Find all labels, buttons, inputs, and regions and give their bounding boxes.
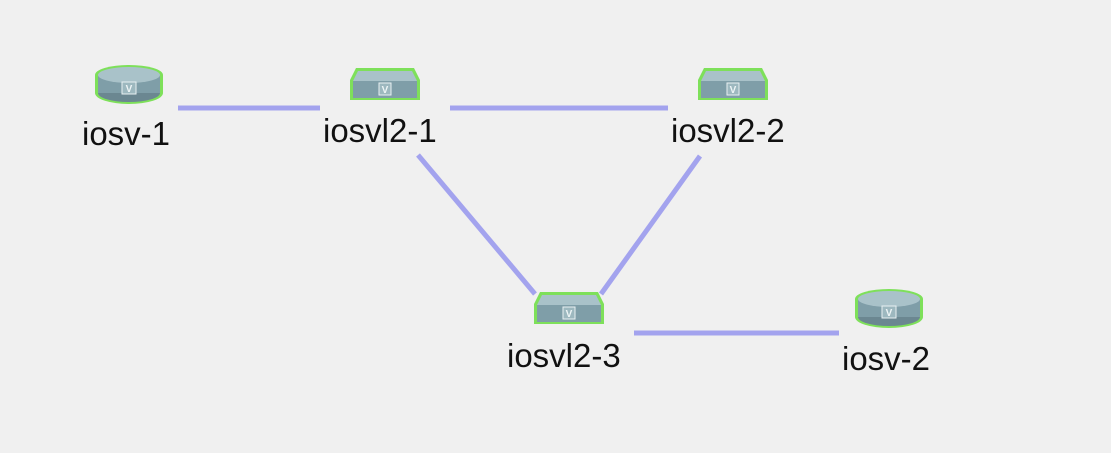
svg-text:V: V <box>566 309 573 320</box>
switch-icon: V <box>350 68 420 100</box>
switch-icon: V <box>534 292 604 324</box>
node-label-iosvl2-1: iosvl2-1 <box>323 112 437 149</box>
node-iosv-1[interactable]: V <box>92 63 166 107</box>
svg-text:V: V <box>886 308 893 319</box>
node-iosv-2[interactable]: V <box>852 287 926 331</box>
node-label-iosv-2: iosv-2 <box>842 340 931 377</box>
svg-text:V: V <box>382 85 389 96</box>
node-iosvl2-1[interactable]: V <box>348 66 422 102</box>
node-iosvl2-2[interactable]: V <box>696 66 770 102</box>
svg-text:V: V <box>126 84 133 95</box>
node-label-iosvl2-3: iosvl2-3 <box>507 337 621 374</box>
router-icon: V <box>95 65 163 104</box>
node-iosvl2-3[interactable]: V <box>532 290 606 326</box>
svg-text:V: V <box>730 85 737 96</box>
switch-icon: V <box>698 68 768 100</box>
node-label-iosvl2-2: iosvl2-2 <box>671 112 785 149</box>
link-iosvl2-1-iosvl2-3[interactable] <box>416 153 537 296</box>
link-iosvl2-2-iosvl2-3[interactable] <box>598 154 703 296</box>
router-icon: V <box>855 289 923 328</box>
node-label-iosv-1: iosv-1 <box>82 115 171 152</box>
